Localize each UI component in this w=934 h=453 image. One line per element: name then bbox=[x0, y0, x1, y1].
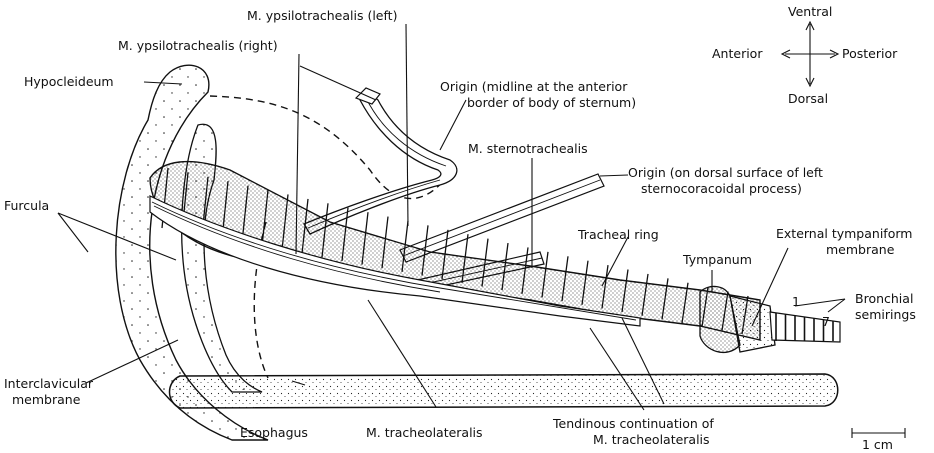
compass-ventral: Ventral bbox=[788, 4, 832, 19]
label-scale: 1 cm bbox=[862, 437, 893, 452]
label-origin-midline-1: Origin (midline at the anterior bbox=[440, 79, 628, 94]
label-tracheal-ring: Tracheal ring bbox=[577, 227, 659, 242]
label-origin-dorsal-1: Origin (on dorsal surface of left bbox=[628, 165, 823, 180]
label-origin-midline-2: border of body of sternum) bbox=[467, 95, 636, 110]
label-bronchial-2: semirings bbox=[855, 307, 916, 322]
label-interclavicular-2: membrane bbox=[12, 392, 81, 407]
compass-posterior: Posterior bbox=[842, 46, 898, 61]
label-bronchial-1: Bronchial bbox=[855, 291, 913, 306]
label-tracheolateralis: M. tracheolateralis bbox=[366, 425, 483, 440]
label-ypsilo-left: M. ypsilotrachealis (left) bbox=[247, 8, 397, 23]
label-external-tympaniform-1: External tympaniform bbox=[776, 226, 912, 241]
label-semiring-1: 1 bbox=[792, 294, 800, 309]
label-hypocleideum: Hypocleideum bbox=[24, 74, 114, 89]
label-interclavicular-1: Interclavicular bbox=[4, 376, 94, 391]
esophagus-shape bbox=[170, 374, 838, 408]
label-furcula: Furcula bbox=[4, 198, 49, 213]
label-ypsilo-right: M. ypsilotrachealis (right) bbox=[118, 38, 278, 53]
label-tendinous-1: Tendinous continuation of bbox=[552, 416, 714, 431]
label-tendinous-2: M. tracheolateralis bbox=[593, 432, 710, 447]
label-esophagus: Esophagus bbox=[240, 425, 308, 440]
label-external-tympaniform-2: membrane bbox=[826, 242, 895, 257]
compass-rose bbox=[782, 22, 838, 86]
label-semiring-7: 7 bbox=[822, 314, 830, 329]
compass-dorsal: Dorsal bbox=[788, 91, 828, 106]
label-origin-dorsal-2: sternocoracoidal process) bbox=[641, 181, 802, 196]
compass-anterior: Anterior bbox=[712, 46, 763, 61]
label-sternotrachealis: M. sternotrachealis bbox=[468, 141, 588, 156]
label-tympanum: Tympanum bbox=[682, 252, 752, 267]
